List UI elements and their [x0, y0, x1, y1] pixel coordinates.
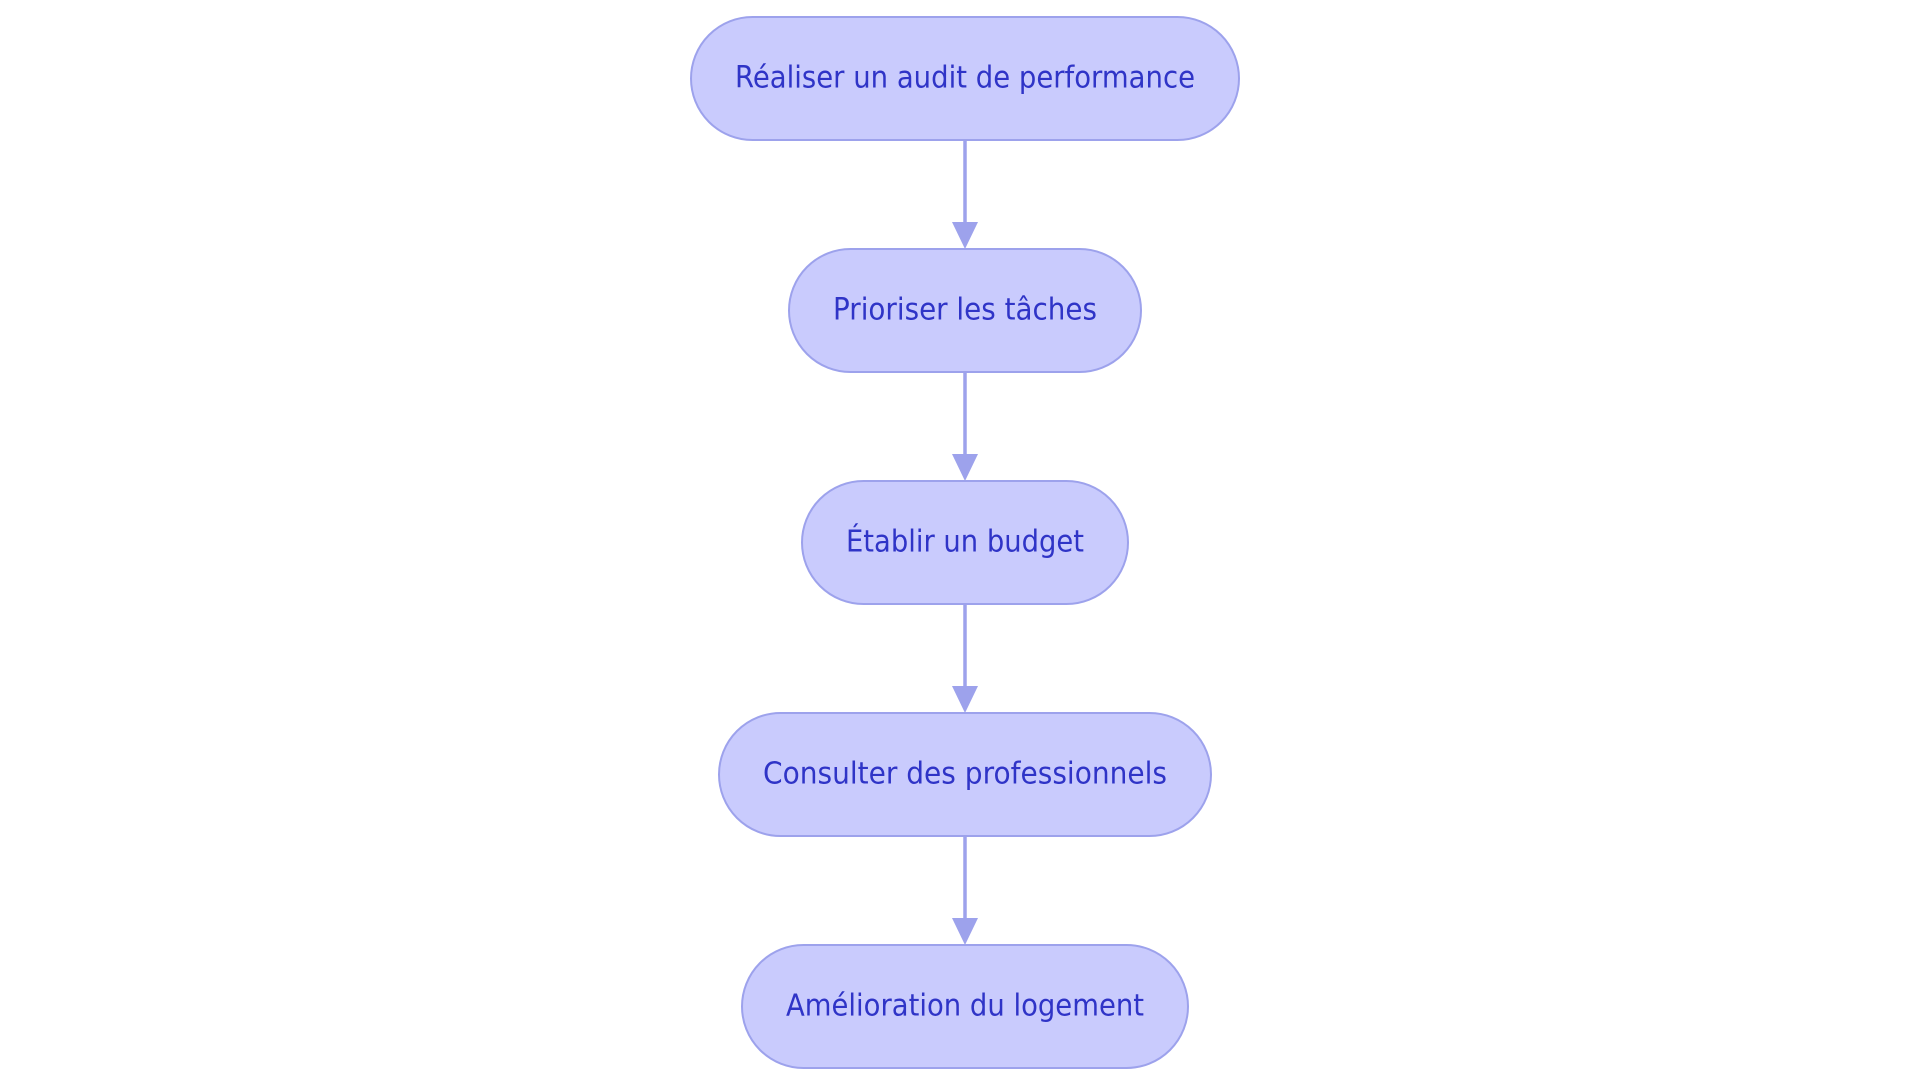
flowchart-nodes: Réaliser un audit de performance Prioris… — [690, 16, 1240, 1069]
node-consulter-professionnels-label: Consulter des professionnels — [763, 757, 1167, 792]
node-etablir-budget[interactable]: Établir un budget — [801, 480, 1129, 605]
flowchart-edges — [952, 140, 978, 945]
node-audit-performance-label: Réaliser un audit de performance — [735, 61, 1195, 96]
edge-audit-to-prioriser — [952, 140, 978, 249]
node-consulter-professionnels[interactable]: Consulter des professionnels — [718, 712, 1212, 837]
node-etablir-budget-label: Établir un budget — [846, 524, 1084, 560]
node-prioriser-taches-label: Prioriser les tâches — [833, 293, 1097, 328]
edge-prioriser-to-budget — [952, 372, 978, 481]
edge-budget-to-consulter — [952, 604, 978, 713]
node-prioriser-taches[interactable]: Prioriser les tâches — [788, 248, 1142, 373]
node-amelioration-logement-label: Amélioration du logement — [786, 989, 1144, 1024]
node-amelioration-logement[interactable]: Amélioration du logement — [741, 944, 1189, 1069]
node-audit-performance[interactable]: Réaliser un audit de performance — [690, 16, 1240, 141]
edge-consulter-to-amelioration — [952, 836, 978, 945]
